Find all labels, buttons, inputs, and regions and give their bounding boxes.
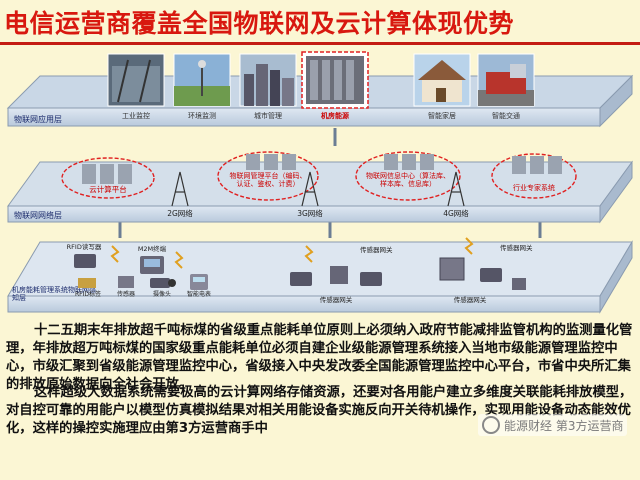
application-layer-label: 物联网应用层 xyxy=(14,114,62,124)
app-tile-city xyxy=(239,53,297,107)
wechat-icon xyxy=(482,416,500,434)
watermark: 能源财经 第3方运营商 xyxy=(478,414,628,436)
perception-layer: 机房能耗管理系统物联网感知层 RFID读写器 M2M终端 RFID标签 传感器 … xyxy=(7,237,633,314)
platform-expert-system: 行业专家系统 xyxy=(491,153,577,199)
rfid-reader-icon xyxy=(74,254,96,268)
rfid-tag-icon xyxy=(78,278,96,288)
application-layer: 物联网应用层 工业监控 环境监测 城市管理 机房能源 智能家居 智能交通 xyxy=(6,51,634,128)
m2m-icon xyxy=(140,256,164,274)
app-label: 智能交通 xyxy=(492,111,520,120)
app-tile-industrial xyxy=(107,53,165,107)
platform-cloud: 云计算平台 xyxy=(61,157,155,199)
network-layer: 物联网网络层 云计算平台 物联网管理平台（编码、认证、鉴权、计费） 物联网信息中… xyxy=(7,151,633,224)
gateway-icon xyxy=(290,266,382,286)
app-tile-environment xyxy=(173,53,231,107)
device-label: RFID标签 xyxy=(75,290,101,298)
sensor-icon xyxy=(118,276,134,288)
device-label: 传感器网关 xyxy=(320,295,353,304)
device-label: 摄像头 xyxy=(153,290,171,298)
camera-icon xyxy=(150,278,176,288)
paragraph-1: 十二五期末年排放超千吨标煤的省级重点能耗单位原则上必须纳入政府节能减排监管机构的… xyxy=(6,323,633,392)
network-label: 3G网络 xyxy=(297,208,323,218)
platform-label: 云计算平台 xyxy=(89,184,127,194)
device-label: 传感器 xyxy=(117,290,135,298)
gateway-icon xyxy=(439,257,526,290)
iot-architecture-diagram: 物联网应用层 工业监控 环境监测 城市管理 机房能源 智能家居 智能交通 物联网… xyxy=(6,51,634,314)
platform-iot-info-center: 物联网信息中心（算法库、样本库、信息库） xyxy=(355,151,461,201)
page-title: 电信运营商覆盖全国物联网及云计算体现优势 xyxy=(4,9,515,38)
device-label: 传感器网关 xyxy=(454,295,487,304)
network-label: 2G网络 xyxy=(167,208,193,218)
device-label: M2M终端 xyxy=(138,244,167,253)
platform-iot-management: 物联网管理平台（编码、认证、鉴权、计费） xyxy=(217,151,319,201)
device-label: RFID读写器 xyxy=(67,242,102,251)
network-label: 4G网络 xyxy=(443,208,469,218)
platform-label: 物联网管理平台（编码、认证、鉴权、计费） xyxy=(229,172,307,188)
app-tile-datacenter xyxy=(301,51,369,109)
meter-icon xyxy=(190,274,208,290)
device-label: 智能电表 xyxy=(187,290,211,298)
app-label: 城市管理 xyxy=(254,111,282,120)
wireless-link-icon xyxy=(110,237,474,269)
tower-icon xyxy=(171,171,465,207)
device-label: 传感器网关 xyxy=(500,243,533,252)
app-tile-smart-home xyxy=(413,53,471,107)
app-label: 环境监测 xyxy=(188,111,216,120)
app-label: 智能家居 xyxy=(428,111,456,120)
perception-layer-label: 机房能耗管理系统物联网感知层 xyxy=(12,286,96,302)
app-tile-smart-traffic xyxy=(477,53,535,107)
device-label: 传感器网关 xyxy=(360,245,393,254)
paragraph-2: 这样超级大数据系统需要极高的云计算网络存储资源，还要对各用能户建立多维度关联能耗… xyxy=(6,385,633,436)
app-label: 机房能源 xyxy=(321,111,349,120)
title-rule xyxy=(0,42,640,45)
network-layer-label: 物联网网络层 xyxy=(14,210,62,220)
platform-label: 物联网信息中心（算法库、样本库、信息库） xyxy=(366,172,450,188)
platform-label: 行业专家系统 xyxy=(513,183,555,192)
app-label: 工业监控 xyxy=(122,111,150,120)
